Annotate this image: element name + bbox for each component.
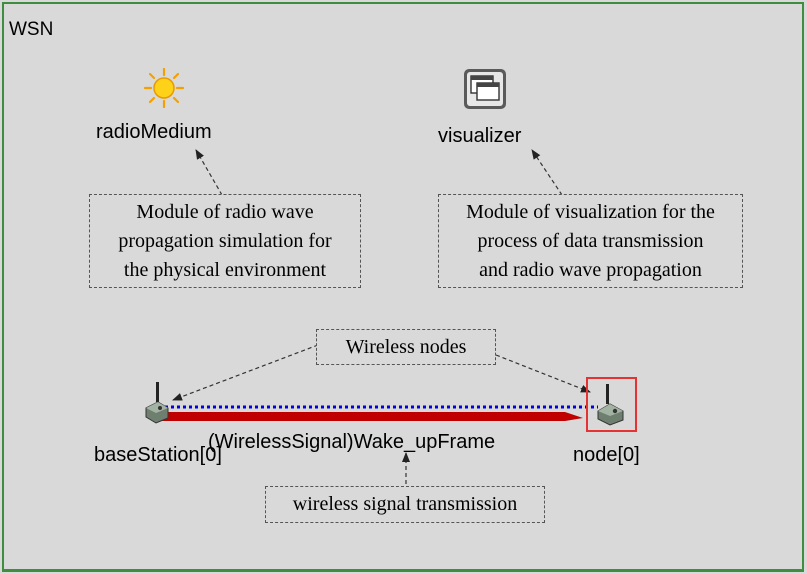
node-selection-box[interactable]: [586, 377, 637, 432]
visualizer-callout-line: process of data transmission: [477, 229, 704, 252]
wireless-nodes-callout: Wireless nodes: [316, 329, 496, 365]
radio-medium-label[interactable]: radioMedium: [96, 121, 212, 143]
radio-medium-callout-line: the physical environment: [123, 258, 327, 281]
arrow-to-base-station: [172, 344, 319, 401]
visualizer-callout: Module of visualization for the process …: [438, 194, 743, 288]
signal-label: (WirelessSignal)Wake_upFrame: [208, 431, 496, 453]
wireless-node-icon[interactable]: [596, 382, 626, 426]
radio-medium-callout-line: propagation simulation for: [118, 229, 332, 252]
network-title: WSN: [9, 19, 54, 40]
signal-bar: [160, 412, 583, 421]
node-label[interactable]: node[0]: [573, 444, 640, 466]
visualizer-callout-line: Module of visualization for the: [466, 200, 715, 223]
visualizer-callout-line: and radio wave propagation: [479, 258, 702, 281]
visualizer-label[interactable]: visualizer: [438, 125, 522, 147]
wireless-node-icon[interactable]: [144, 380, 170, 424]
base-station-label[interactable]: baseStation[0]: [94, 444, 222, 466]
arrow-to-visualizer: [531, 149, 563, 196]
radio-medium-callout: Module of radio wave propagation simulat…: [89, 194, 361, 288]
arrow-to-radio-medium: [195, 149, 223, 196]
sun-icon[interactable]: [144, 68, 184, 108]
signal-callout: wireless signal transmission: [265, 486, 545, 523]
arrow-to-node: [495, 354, 591, 393]
window-icon[interactable]: [462, 67, 508, 111]
radio-medium-callout-line: Module of radio wave: [136, 200, 314, 223]
